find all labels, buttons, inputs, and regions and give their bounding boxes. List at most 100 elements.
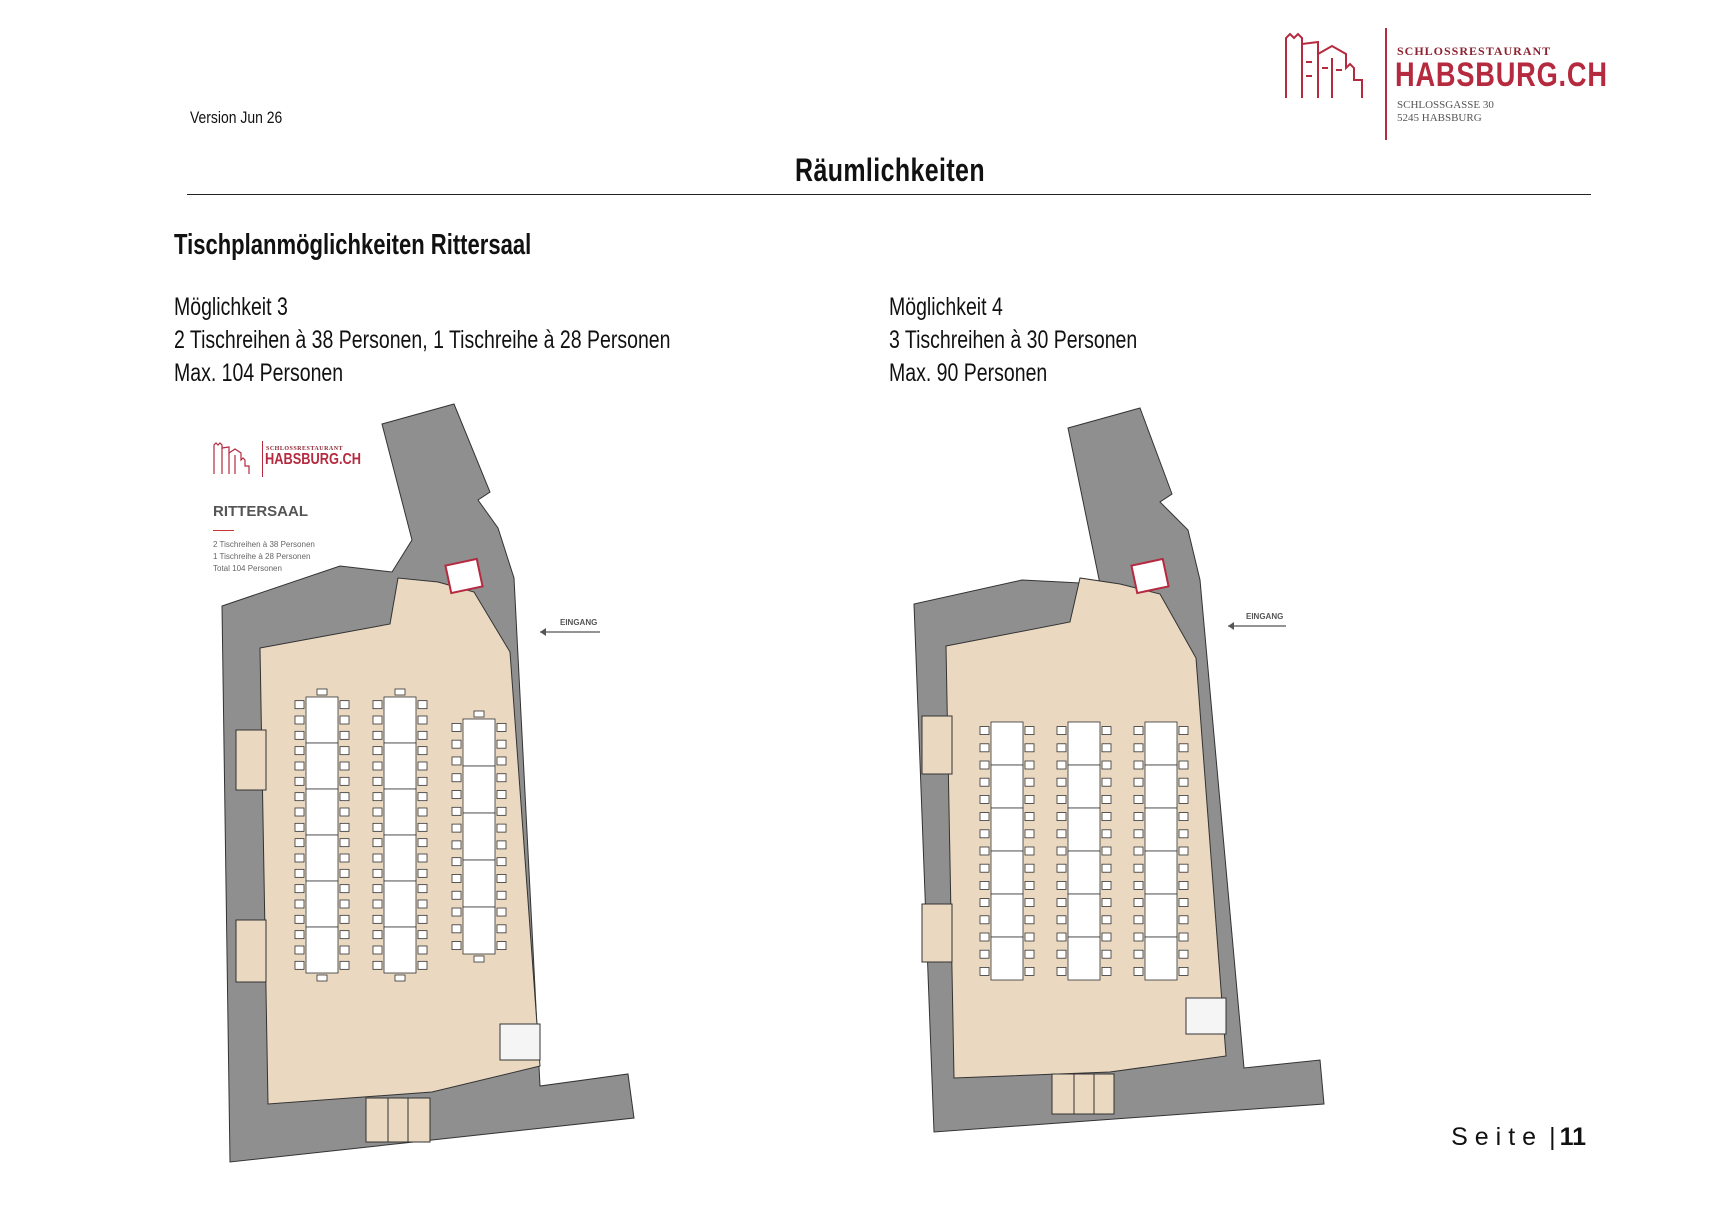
chair <box>1056 777 1067 787</box>
chair <box>1056 898 1067 907</box>
chair <box>417 792 428 802</box>
chair <box>1133 743 1144 753</box>
chair <box>1133 898 1144 907</box>
chair <box>979 915 990 925</box>
table-segment <box>462 765 496 814</box>
option-4-description: 3 Tischreihen à 30 Personen <box>889 326 1138 354</box>
chair <box>451 907 462 917</box>
chair <box>496 857 507 867</box>
table-segment <box>1067 936 1101 981</box>
chair <box>294 930 305 940</box>
chair <box>1024 795 1035 804</box>
chair <box>372 884 383 894</box>
table-segment <box>462 812 496 861</box>
chair <box>339 761 350 771</box>
chair <box>1178 949 1189 959</box>
chair <box>417 700 428 710</box>
chair <box>1024 881 1035 890</box>
chair <box>1178 812 1189 821</box>
chair <box>372 945 383 955</box>
table-segment <box>990 721 1024 766</box>
table-segment <box>1144 893 1178 938</box>
option-3-description: 2 Tischreihen à 38 Personen, 1 Tischreih… <box>174 326 671 354</box>
chair <box>372 715 383 725</box>
chair <box>979 812 990 821</box>
small-castle-logo-icon <box>213 442 250 474</box>
table-segment <box>1144 936 1178 981</box>
chair <box>339 853 350 863</box>
table-segment <box>1067 850 1101 895</box>
chair <box>372 776 383 786</box>
chair <box>1024 846 1035 856</box>
option-4-label: Möglichkeit 4 <box>889 293 1003 321</box>
chair <box>1133 795 1144 804</box>
chair <box>339 746 350 756</box>
chair <box>1133 829 1144 839</box>
chair <box>339 868 350 878</box>
chair <box>294 761 305 771</box>
chair <box>1101 829 1112 839</box>
chair <box>372 822 383 832</box>
chair <box>451 840 462 850</box>
logo-brand: SCHLOSSRESTAURANT <box>1397 44 1552 58</box>
chair <box>496 941 507 951</box>
chair <box>451 739 462 749</box>
chair <box>372 838 383 848</box>
chair <box>1101 846 1112 856</box>
chair <box>1101 898 1112 907</box>
chair <box>1133 812 1144 821</box>
chair <box>417 899 428 909</box>
page-footer: Seite|11 <box>1451 1123 1586 1152</box>
chair <box>294 822 305 832</box>
chair <box>496 907 507 917</box>
chair <box>294 730 305 740</box>
chair <box>1056 949 1067 959</box>
table-segment <box>383 834 417 882</box>
chair <box>339 960 350 970</box>
chair <box>294 945 305 955</box>
chair <box>1024 863 1035 873</box>
chair <box>1133 846 1144 856</box>
section-title: Tischplanmöglichkeiten Rittersaal <box>174 229 532 261</box>
plan-3-table-row-2 <box>372 688 428 982</box>
table-segment <box>305 834 339 882</box>
chair <box>1101 726 1112 735</box>
chair <box>339 730 350 740</box>
chair <box>1056 932 1067 942</box>
option-3: Möglichkeit 3 2 Tischreihen à 38 Persone… <box>174 291 670 390</box>
chair <box>1178 932 1189 942</box>
chair <box>1024 829 1035 839</box>
chair <box>473 710 485 718</box>
table-segment <box>1144 807 1178 852</box>
table-segment <box>305 742 339 790</box>
chair <box>1178 846 1189 856</box>
chair <box>417 730 428 740</box>
chair <box>1056 726 1067 735</box>
chair <box>1024 777 1035 787</box>
chair <box>451 874 462 883</box>
chair <box>394 974 406 982</box>
chair <box>294 899 305 909</box>
chair <box>1024 932 1035 942</box>
table-segment <box>1067 807 1101 852</box>
chair <box>496 840 507 850</box>
chair <box>451 773 462 783</box>
logo-address-line1: SCHLOSSGASSE 30 <box>1397 99 1494 111</box>
page-separator: | <box>1549 1123 1556 1151</box>
plan-3-entrance-label: EINGANG <box>560 618 598 627</box>
chair <box>339 838 350 848</box>
table-segment <box>1067 721 1101 766</box>
chair <box>1101 881 1112 890</box>
plan-legend-name: HABSBURG.CH <box>265 451 361 468</box>
chair <box>339 807 350 817</box>
chair <box>339 792 350 802</box>
version-label: Version Jun 26 <box>190 108 283 127</box>
chair <box>1133 777 1144 787</box>
chair <box>417 930 428 940</box>
small-logo-divider <box>262 441 263 477</box>
plan-4-entrance-label: EINGANG <box>1246 612 1284 621</box>
chair <box>1024 726 1035 735</box>
chair <box>339 776 350 786</box>
